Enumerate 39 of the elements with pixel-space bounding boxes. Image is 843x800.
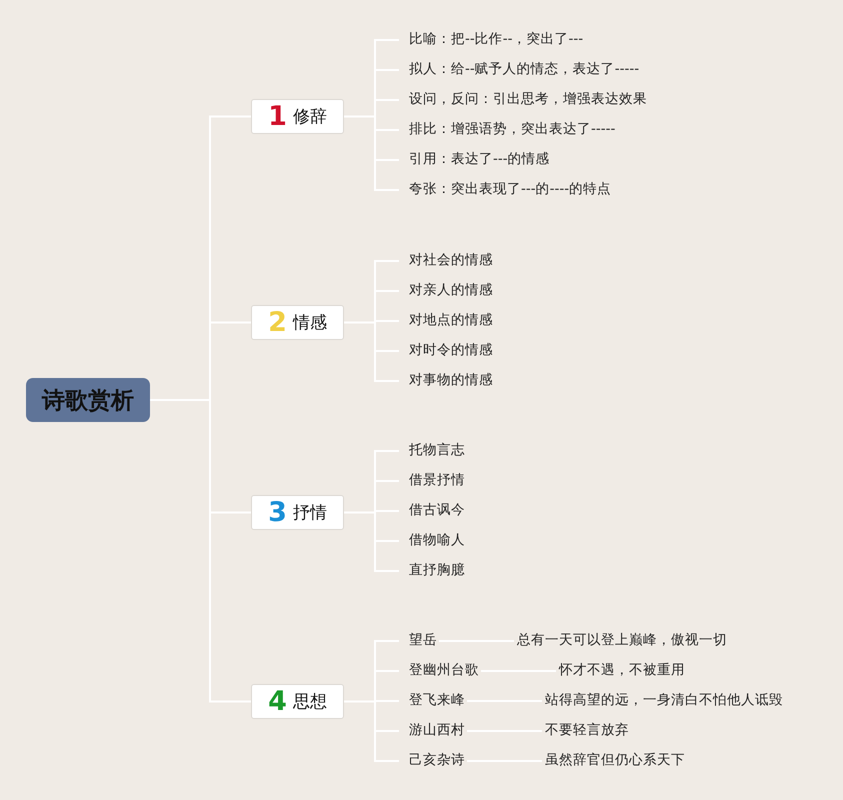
branch-number: 3 <box>268 498 287 526</box>
item-text: 总有一天可以登上巅峰，傲视一切 <box>517 631 727 651</box>
item-text: 不要轻言放弃 <box>545 721 629 741</box>
item-text: 对社会的情感 <box>409 251 493 271</box>
branch-number: 4 <box>268 688 287 714</box>
branch-number: 2 <box>268 308 287 336</box>
item-text: 比喻：把--比作--，突出了--- <box>409 30 584 50</box>
root-box: 诗歌赏析 <box>26 378 150 422</box>
item-text: 登幽州台歌 <box>409 661 479 681</box>
item-text: 对时令的情感 <box>409 341 493 361</box>
branch-box <box>251 304 344 340</box>
item-text: 借景抒情 <box>409 471 465 491</box>
item-text: 登飞来峰 <box>409 691 465 711</box>
item-text: 夸张：突出表现了---的----的特点 <box>409 180 612 200</box>
item-text: 游山西村 <box>409 721 465 741</box>
item-text: 望岳 <box>409 631 437 651</box>
item-text: 对事物的情感 <box>409 371 493 391</box>
branch-number: 1 <box>268 102 287 130</box>
item-text: 站得高望的远，一身清白不怕他人诋毁 <box>545 691 783 711</box>
item-text: 引用：表达了---的情感 <box>409 150 550 170</box>
branch-label: 思想 <box>292 690 327 712</box>
item-text: 托物言志 <box>409 441 465 461</box>
item-text: 借古讽今 <box>409 501 465 521</box>
item-text: 直抒胸臆 <box>409 561 465 581</box>
item-text: 借物喻人 <box>409 531 465 551</box>
item-text: 排比：增强语势，突出表达了----- <box>409 120 616 140</box>
item-text: 己亥杂诗 <box>409 751 465 771</box>
branch-label: 情感 <box>292 312 327 334</box>
branch-label: 抒情 <box>292 502 327 524</box>
item-text: 虽然辞官但仍心系天下 <box>545 751 685 771</box>
branch-box <box>251 98 344 134</box>
branch-box <box>251 494 344 530</box>
item-text: 怀才不遇，不被重用 <box>559 661 685 681</box>
branch-label: 修辞 <box>292 106 327 128</box>
item-text: 设问，反问：引出思考，增强表达效果 <box>409 90 647 110</box>
item-text: 对亲人的情感 <box>409 281 493 301</box>
item-text: 对地点的情感 <box>409 311 493 331</box>
item-text: 拟人：给--赋予人的情态，表达了----- <box>409 60 640 80</box>
branch-box <box>251 684 344 718</box>
